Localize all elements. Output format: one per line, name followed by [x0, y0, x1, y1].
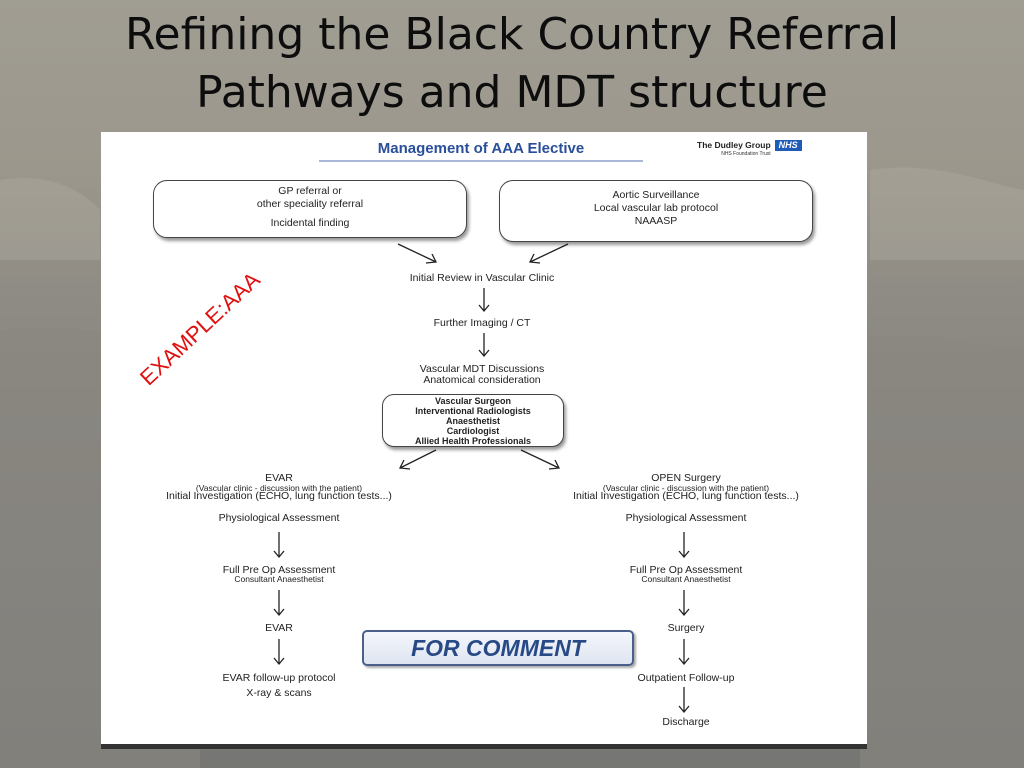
evar-physio: Physiological Assessment	[218, 512, 340, 524]
evar-followup: EVAR follow-up protocol	[222, 672, 336, 684]
gp-referral-box: GP referral or other speciality referral…	[153, 180, 467, 238]
aortic-line2: Local vascular lab protocol	[593, 202, 719, 214]
arrow-gp-to-review	[397, 243, 438, 264]
open-discharge: Discharge	[662, 716, 710, 728]
aortic-surveillance-box: Aortic Surveillance Local vascular lab p…	[499, 180, 813, 242]
mdt-member: Allied Health Professionals	[414, 436, 532, 446]
aortic-line3: NAAASP	[634, 215, 678, 227]
arrow-open-preop-to-procedure	[678, 590, 690, 617]
arrow-evar-procedure-to-followup	[273, 639, 285, 666]
org-branding: The Dudley Group NHS Foundation Trust NH…	[697, 140, 802, 157]
arrow-open-physio-to-preop	[678, 532, 690, 559]
arrow-mdt-to-evar	[398, 449, 437, 470]
evar-title: EVAR	[265, 472, 293, 484]
evar-consultant: Consultant Anaesthetist	[234, 574, 324, 584]
nhs-logo: NHS	[774, 140, 802, 151]
open-followup: Outpatient Follow-up	[637, 672, 735, 684]
open-consultant: Consultant Anaesthetist	[641, 574, 731, 584]
open-title: OPEN Surgery	[651, 472, 721, 484]
arrow-open-procedure-to-followup	[678, 639, 690, 666]
arrow-evar-preop-to-procedure	[273, 590, 285, 617]
gp-line2: other speciality referral	[256, 198, 364, 210]
open-preop: Full Pre Op Assessment	[629, 564, 743, 576]
open-physio: Physiological Assessment	[625, 512, 747, 524]
mdt-member: Anaesthetist	[445, 416, 500, 426]
diagram-heading: Management of AAA Elective	[377, 140, 585, 157]
open-investigation: Initial Investigation (ECHO, lung functi…	[573, 490, 799, 502]
open-clinic: (Vascular clinic - discussion with the p…	[602, 483, 770, 493]
mdt-member: Cardiologist	[446, 426, 500, 436]
evar-procedure: EVAR	[265, 622, 293, 634]
gp-line1: GP referral or	[278, 185, 342, 197]
arrow-aortic-to-review	[528, 243, 569, 264]
further-imaging: Further Imaging / CT	[433, 317, 531, 329]
evar-investigation: Initial Investigation (ECHO, lung functi…	[166, 490, 392, 502]
anatomical-consideration: Anatomical consideration	[423, 374, 541, 386]
arrow-mdt-to-open	[520, 449, 561, 470]
slide-title: Refining the Black Country Referral Path…	[0, 6, 1024, 122]
slide-title-line2: Pathways and MDT structure	[196, 67, 828, 118]
org-subtitle: NHS Foundation Trust	[721, 151, 771, 157]
initial-review: Initial Review in Vascular Clinic	[409, 272, 555, 284]
open-procedure: Surgery	[667, 622, 705, 634]
arrow-open-followup-to-discharge	[678, 687, 690, 714]
mdt-member: Interventional Radiologists	[415, 406, 531, 416]
arrow-review-to-imaging	[478, 288, 490, 313]
for-comment-stamp: FOR COMMENT	[362, 630, 634, 666]
aortic-line1: Aortic Surveillance	[612, 189, 700, 201]
arrow-evar-physio-to-preop	[273, 532, 285, 559]
arrow-imaging-to-mdt	[478, 333, 490, 358]
evar-preop: Full Pre Op Assessment	[222, 564, 336, 576]
mdt-member: Vascular Surgeon	[434, 396, 512, 406]
mdt-discussions: Vascular MDT Discussions	[419, 363, 545, 375]
org-name: The Dudley Group	[697, 140, 771, 150]
mdt-members-box: Vascular Surgeon Interventional Radiolog…	[382, 394, 564, 447]
evar-scans: X-ray & scans	[246, 687, 312, 699]
evar-clinic: (Vascular clinic - discussion with the p…	[195, 483, 363, 493]
heading-underline	[319, 160, 643, 162]
slide-title-line1: Refining the Black Country Referral	[124, 9, 900, 60]
gp-line3: Incidental finding	[270, 217, 350, 229]
